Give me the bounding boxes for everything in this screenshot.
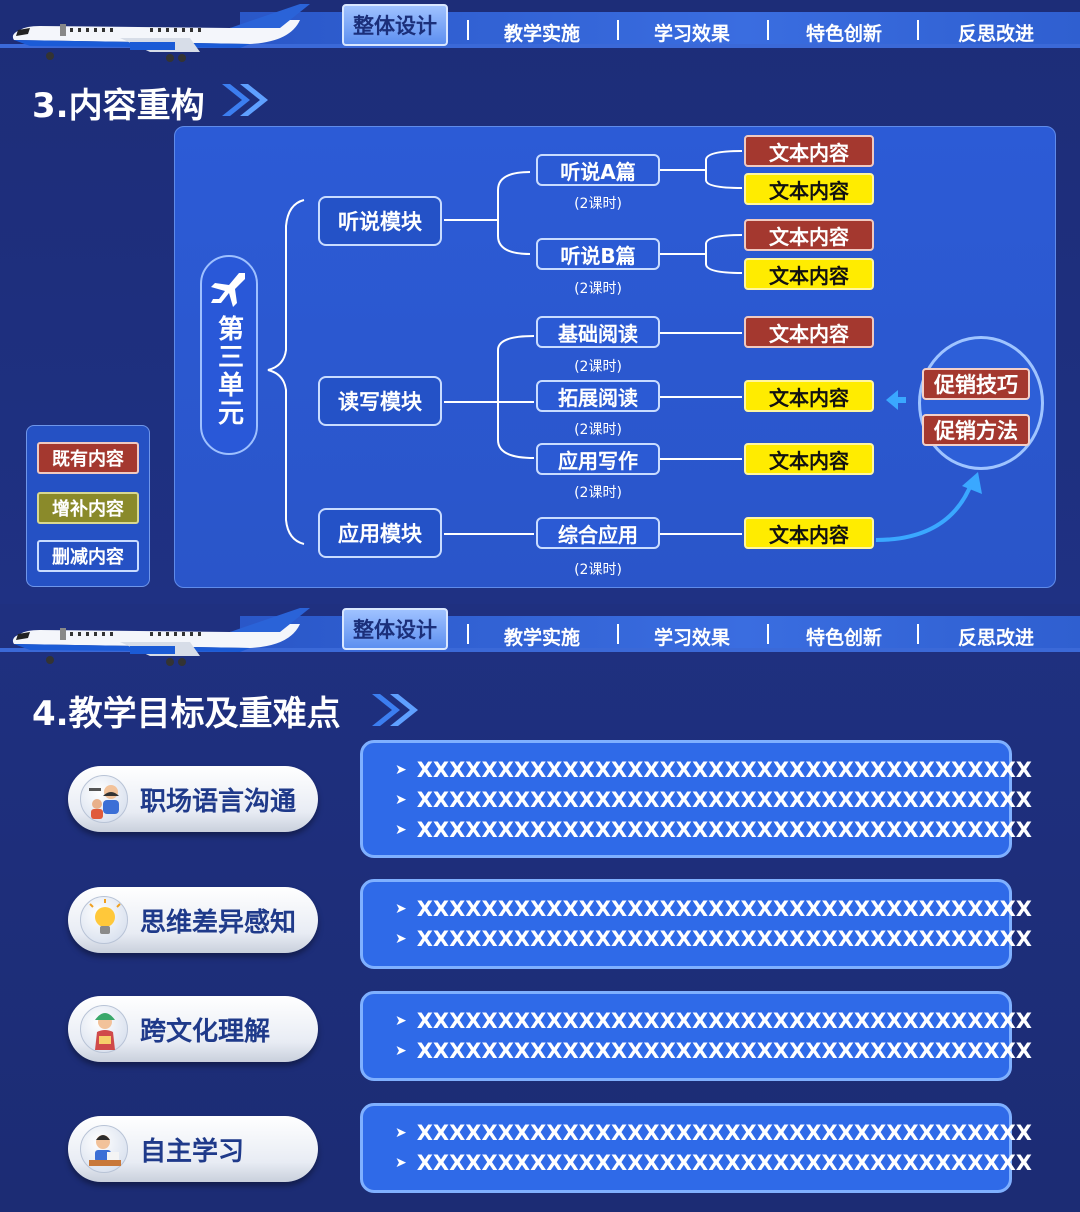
legend-box: 既有内容 增补内容 删减内容	[26, 425, 150, 587]
nav-tab-learning-outcome[interactable]: 学习效果	[653, 22, 730, 45]
header-bar: 整体设计 教学实施 学习效果 特色创新 反思改进	[0, 0, 1080, 64]
module-listening: 听说模块	[318, 196, 442, 246]
objective-pill: 职场语言沟通	[68, 766, 318, 832]
tag-added-content: 文本内容	[744, 443, 874, 475]
legend-added: 增补内容	[37, 492, 139, 524]
objective-line: XXXXXXXXXXXXXXXXXXXXXXXXXXXXXXXXXXXXXX	[416, 1121, 1032, 1145]
nav-tab-featured-innovation[interactable]: 特色创新	[805, 22, 882, 45]
module-application: 应用模块	[318, 508, 442, 558]
objective-label: 自主学习	[140, 1136, 245, 1167]
arrow-bullet-icon: ➤	[395, 1155, 407, 1171]
tag-added-content: 文本内容	[744, 258, 874, 290]
student-reading-icon	[80, 1125, 128, 1173]
lesson-listening-b: 听说B篇	[536, 238, 660, 270]
legend-existing: 既有内容	[37, 442, 139, 474]
legend-removed: 删减内容	[37, 540, 139, 572]
lesson-hours: (2课时)	[574, 359, 622, 375]
airplane-icon	[12, 608, 310, 666]
module-reading-writing: 读写模块	[318, 376, 442, 426]
nav-tab-featured-innovation[interactable]: 特色创新	[805, 626, 882, 649]
section-title: 4.教学目标及重难点	[32, 694, 341, 734]
lightbulb-icon	[80, 896, 128, 944]
tag-existing-content: 文本内容	[744, 135, 874, 167]
objective-detail-box: ➤XXXXXXXXXXXXXXXXXXXXXXXXXXXXXXXXXXXXXX …	[360, 991, 1032, 1081]
slide-content-restructure: 整体设计 教学实施 学习效果 特色创新 反思改进 3.内容重构	[0, 0, 1080, 604]
nav-tab-overall-design[interactable]: 整体设计	[342, 608, 448, 650]
promo-tag-skills: 促销技巧	[922, 368, 1030, 400]
objective-detail-box: ➤XXXXXXXXXXXXXXXXXXXXXXXXXXXXXXXXXXXXXX …	[360, 740, 1032, 858]
objective-detail-box: ➤XXXXXXXXXXXXXXXXXXXXXXXXXXXXXXXXXXXXXX …	[360, 1103, 1032, 1193]
double-chevron-icon	[372, 694, 418, 726]
arrow-bullet-icon: ➤	[395, 1125, 407, 1141]
lesson-hours: (2课时)	[574, 422, 622, 438]
arrow-bullet-icon: ➤	[395, 1043, 407, 1059]
lesson-hours: (2课时)	[574, 281, 622, 297]
nav-tab-learning-outcome[interactable]: 学习效果	[653, 626, 730, 649]
objective-line: XXXXXXXXXXXXXXXXXXXXXXXXXXXXXXXXXXXXXX	[416, 758, 1032, 782]
nav-tab-reflection[interactable]: 反思改进	[957, 626, 1034, 649]
objective-label: 思维差异感知	[140, 907, 297, 938]
lesson-extended-reading: 拓展阅读	[536, 380, 660, 412]
header-bar: 整体设计 教学实施 学习效果 特色创新 反思改进	[0, 604, 1080, 668]
tag-existing-content: 文本内容	[744, 316, 874, 348]
unit-label: 第三单元	[213, 315, 244, 427]
tag-added-content: 文本内容	[744, 380, 874, 412]
arrow-bullet-icon: ➤	[395, 1013, 407, 1029]
arrow-bullet-icon: ➤	[395, 822, 407, 838]
culture-figure-icon	[80, 1005, 128, 1053]
tag-added-content: 文本内容	[744, 173, 874, 205]
tag-existing-content: 文本内容	[744, 219, 874, 251]
nav-tab-teaching-implementation[interactable]: 教学实施	[503, 22, 580, 45]
lesson-hours: (2课时)	[574, 196, 622, 212]
nav-tab-teaching-implementation[interactable]: 教学实施	[503, 626, 580, 649]
communication-icon	[80, 775, 128, 823]
objective-pill: 跨文化理解	[68, 996, 318, 1062]
tag-added-content: 文本内容	[744, 517, 874, 549]
airplane-icon	[211, 273, 245, 307]
lesson-listening-a: 听说A篇	[536, 154, 660, 186]
nav-tab-overall-design[interactable]: 整体设计	[342, 4, 448, 46]
slide-teaching-objectives: 整体设计 教学实施 学习效果 特色创新 反思改进 4.教学目标及重难点 职场语言…	[0, 604, 1080, 1212]
section-title: 3.内容重构	[32, 86, 205, 126]
lesson-hours: (2课时)	[574, 485, 622, 501]
objective-label: 跨文化理解	[140, 1016, 271, 1047]
objective-line: XXXXXXXXXXXXXXXXXXXXXXXXXXXXXXXXXXXXXX	[416, 897, 1032, 921]
arrow-bullet-icon: ➤	[395, 901, 407, 917]
airplane-icon	[12, 4, 310, 62]
unit-pill: 第三单元	[200, 255, 258, 455]
objective-line: XXXXXXXXXXXXXXXXXXXXXXXXXXXXXXXXXXXXXX	[416, 927, 1032, 951]
objective-line: XXXXXXXXXXXXXXXXXXXXXXXXXXXXXXXXXXXXXX	[416, 1151, 1032, 1175]
promo-tag-methods: 促销方法	[922, 414, 1030, 446]
objective-line: XXXXXXXXXXXXXXXXXXXXXXXXXXXXXXXXXXXXXX	[416, 1009, 1032, 1033]
lesson-comprehensive-application: 综合应用	[536, 517, 660, 549]
objective-line: XXXXXXXXXXXXXXXXXXXXXXXXXXXXXXXXXXXXXX	[416, 1039, 1032, 1063]
double-chevron-icon	[222, 84, 268, 116]
objective-detail-box: ➤XXXXXXXXXXXXXXXXXXXXXXXXXXXXXXXXXXXXXX …	[360, 879, 1032, 969]
lesson-hours: (2课时)	[574, 562, 622, 578]
lesson-applied-writing: 应用写作	[536, 443, 660, 475]
arrow-bullet-icon: ➤	[395, 792, 407, 808]
objective-line: XXXXXXXXXXXXXXXXXXXXXXXXXXXXXXXXXXXXXX	[416, 788, 1032, 812]
nav-tab-reflection[interactable]: 反思改进	[957, 22, 1034, 45]
promotion-circle	[918, 336, 1044, 470]
objective-pill: 自主学习	[68, 1116, 318, 1182]
arrow-bullet-icon: ➤	[395, 931, 407, 947]
objective-label: 职场语言沟通	[140, 786, 297, 817]
objective-line: XXXXXXXXXXXXXXXXXXXXXXXXXXXXXXXXXXXXXX	[416, 818, 1032, 842]
arrow-bullet-icon: ➤	[395, 762, 407, 778]
objective-pill: 思维差异感知	[68, 887, 318, 953]
lesson-basic-reading: 基础阅读	[536, 316, 660, 348]
